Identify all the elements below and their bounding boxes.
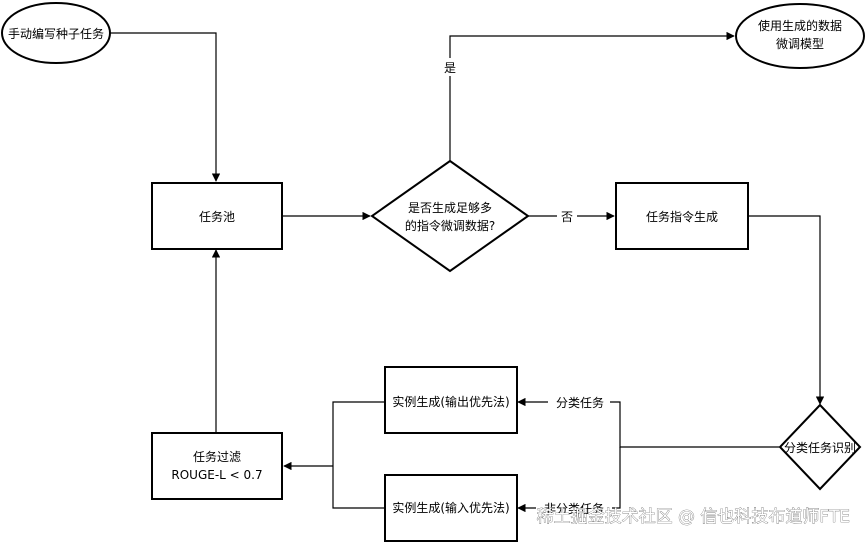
edge-seed-to-pool [110,32,221,182]
node-decision-line1: 是否生成足够多 [408,201,492,215]
edge-instr-to-classify [748,215,825,405]
node-classify: 分类任务识别 [778,403,862,491]
edge-input-first-to-filter [332,466,385,509]
node-finetune: 使用生成的数据 微调模型 [735,3,865,69]
node-seed-label: 手动编写种子任务 [8,26,104,41]
node-gen-output-first: 实例生成(输出优先法) [384,366,518,434]
node-finetune-line1: 使用生成的数据 [758,18,842,33]
node-instruction-gen-label: 任务指令生成 [646,209,718,224]
node-gen-input-first-label: 实例生成(输入优先法) [392,500,509,515]
node-task-pool: 任务池 [151,182,283,250]
edge-decision-yes [449,31,735,161]
node-classify-label: 分类任务识别 [784,440,856,455]
node-seed: 手动编写种子任务 [1,2,111,64]
watermark: 稀土掘金技术社区 @ 信也科技布道师FTE [537,507,850,527]
edge-label-classification: 分类任务 [556,395,604,410]
node-decision: 是否生成足够多 的指令微调数据? [370,159,530,273]
edge-classify-to-input-first [517,447,621,513]
node-task-filter-line1: 任务过滤 [193,449,241,464]
edge-label-no: 否 [561,210,573,224]
edge-output-first-to-filter [332,401,385,466]
node-task-filter: 任务过滤 ROUGE-L < 0.7 [151,432,283,500]
node-task-pool-label: 任务池 [199,209,235,224]
node-decision-line2: 的指令微调数据? [405,218,495,233]
node-instruction-gen: 任务指令生成 [615,182,749,250]
node-task-filter-line2: ROUGE-L < 0.7 [171,468,262,482]
node-finetune-line2: 微调模型 [776,37,824,51]
edge-label-yes: 是 [444,61,456,75]
node-gen-input-first: 实例生成(输入优先法) [384,474,518,542]
edge-label-non-classification: 非分类任务 [544,501,604,516]
node-gen-output-first-label: 实例生成(输出优先法) [392,394,509,409]
